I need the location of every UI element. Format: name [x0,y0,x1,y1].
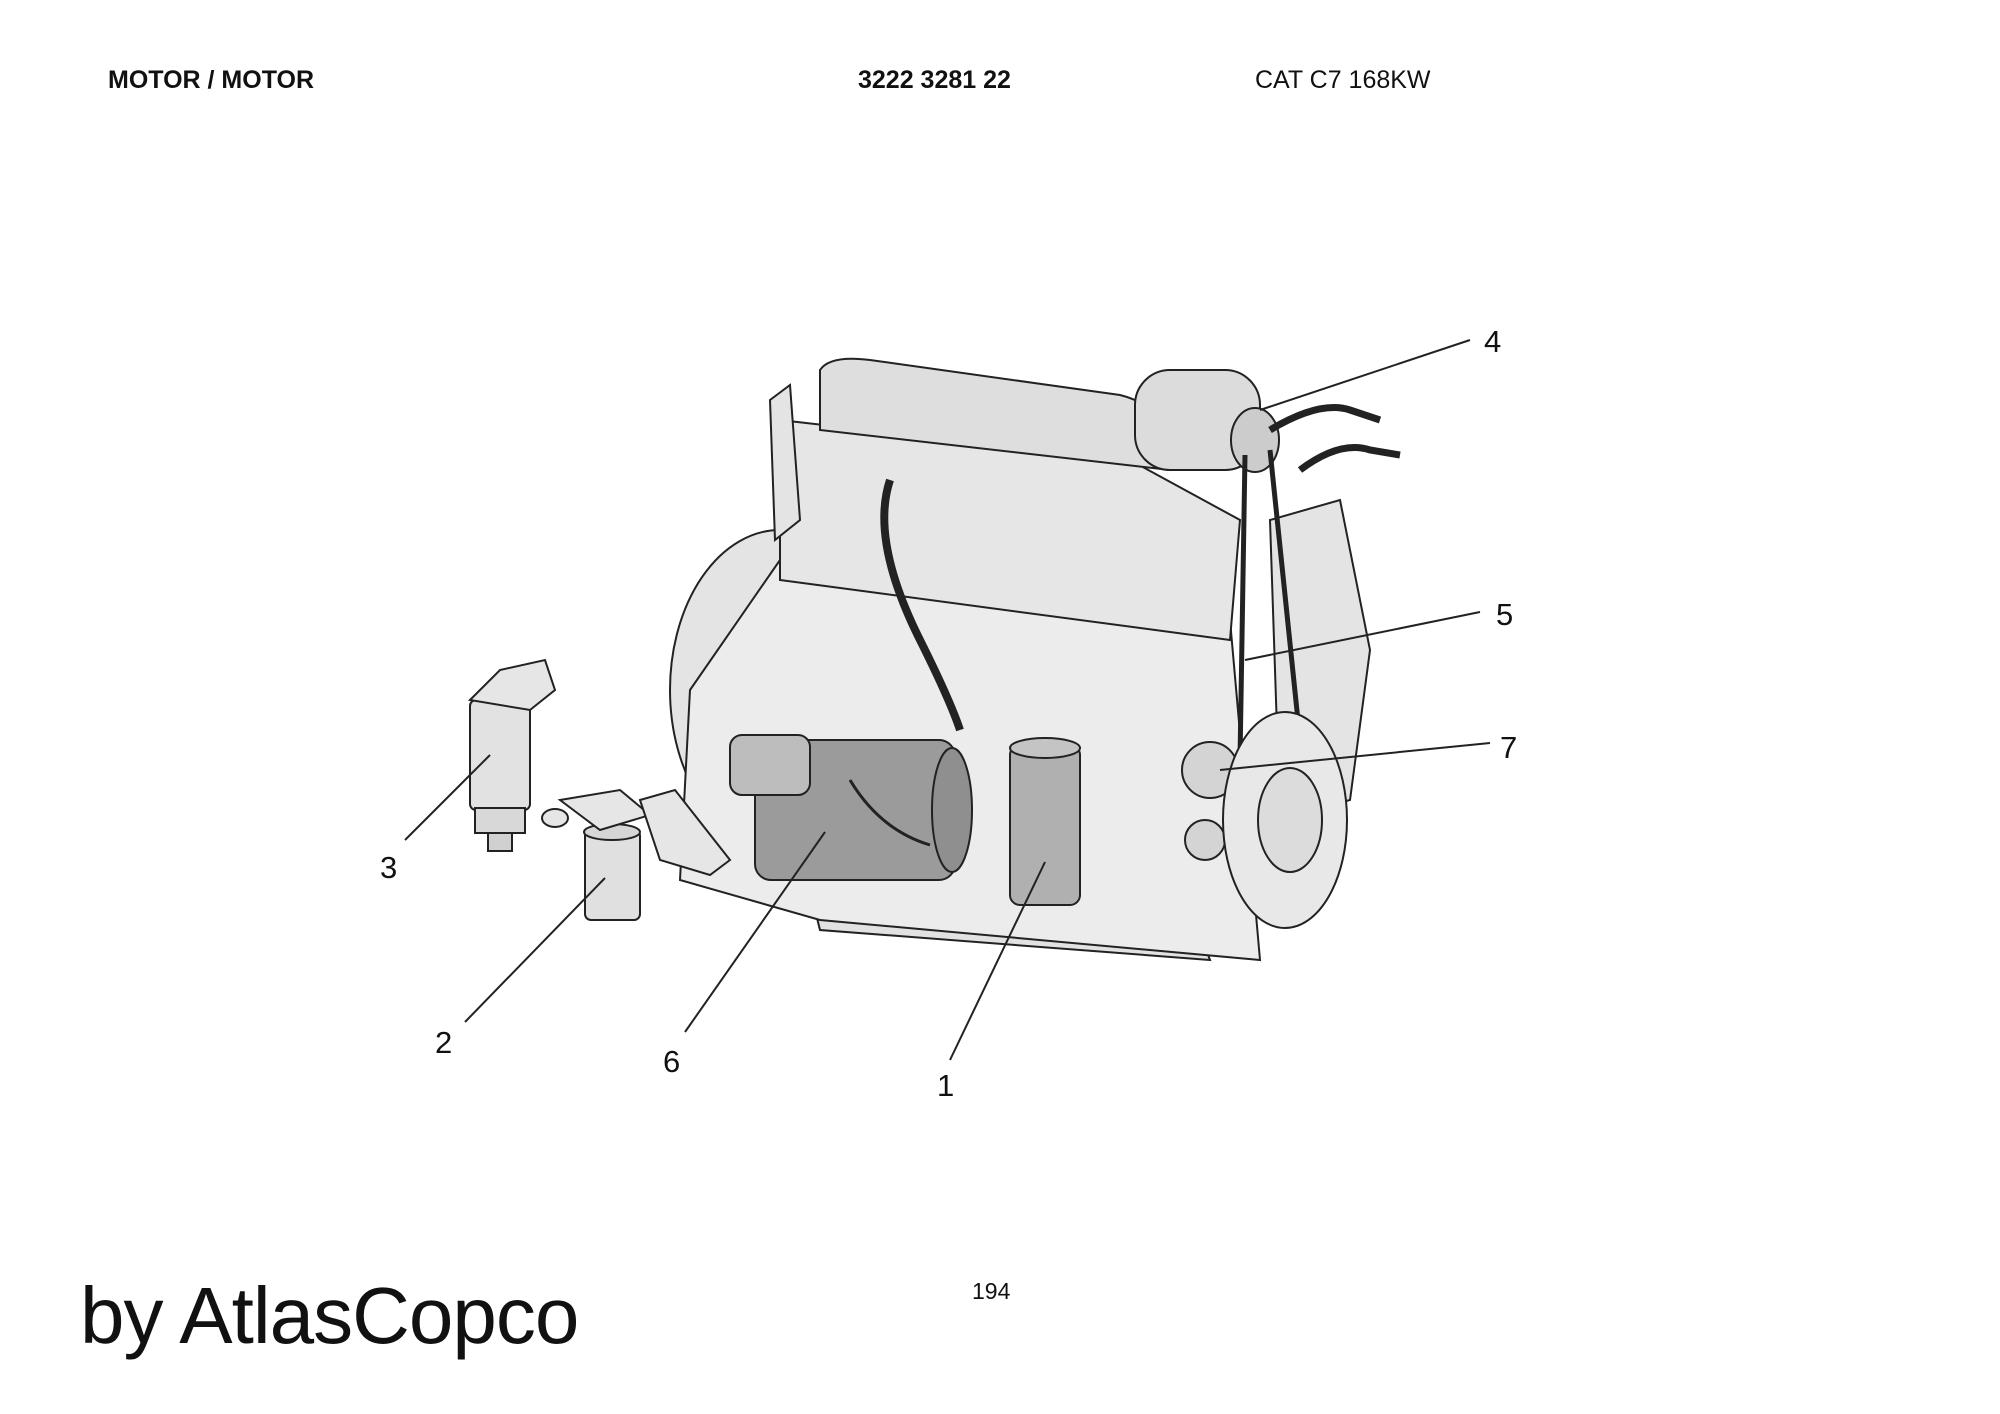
water-separator-drain [487,832,513,852]
starter-end-cap [931,747,973,873]
section-title: MOTOR / MOTOR [108,66,315,94]
water-separator [469,699,531,811]
leader-line-7 [1219,742,1491,771]
callout-1: 1 [937,1068,954,1103]
belt [1237,449,1303,761]
water-separator-head [467,658,557,712]
callout-2: 2 [435,1025,452,1060]
page-number: 194 [972,1278,1011,1304]
breather-tube [880,478,964,732]
callout-7: 7 [1500,730,1517,765]
part-number: 3222 3281 22 [858,66,1011,94]
brand-footer: by AtlasCopco [80,1271,579,1360]
starter-cable [848,779,931,847]
oil-filter-top [1009,737,1081,759]
callout-3: 3 [380,850,397,885]
oil-filter [1009,744,1081,906]
fuel-filter-bracket [638,788,732,877]
leader-line-2 [464,877,606,1023]
leader-line-3 [404,754,491,841]
leader-line-4 [1259,339,1471,411]
hose [1297,444,1401,473]
crank-pulley-hub [1257,767,1323,873]
engine-model: CAT C7 168KW [1255,66,1431,94]
idler-pulley [1184,819,1226,861]
callout-5: 5 [1496,597,1513,632]
leader-line-6 [684,831,826,1033]
fuel-filter [584,829,641,921]
callout-6: 6 [663,1044,680,1079]
callout-4: 4 [1484,324,1501,359]
water-separator-bowl [474,807,526,834]
hose [1268,404,1382,434]
starter-solenoid [729,734,811,796]
leader-line-1 [949,861,1046,1061]
lifting-eye [768,383,802,543]
leader-line-5 [1244,611,1481,661]
fuel-filter-base [557,788,653,832]
fuel-filter-fitting [541,808,569,828]
